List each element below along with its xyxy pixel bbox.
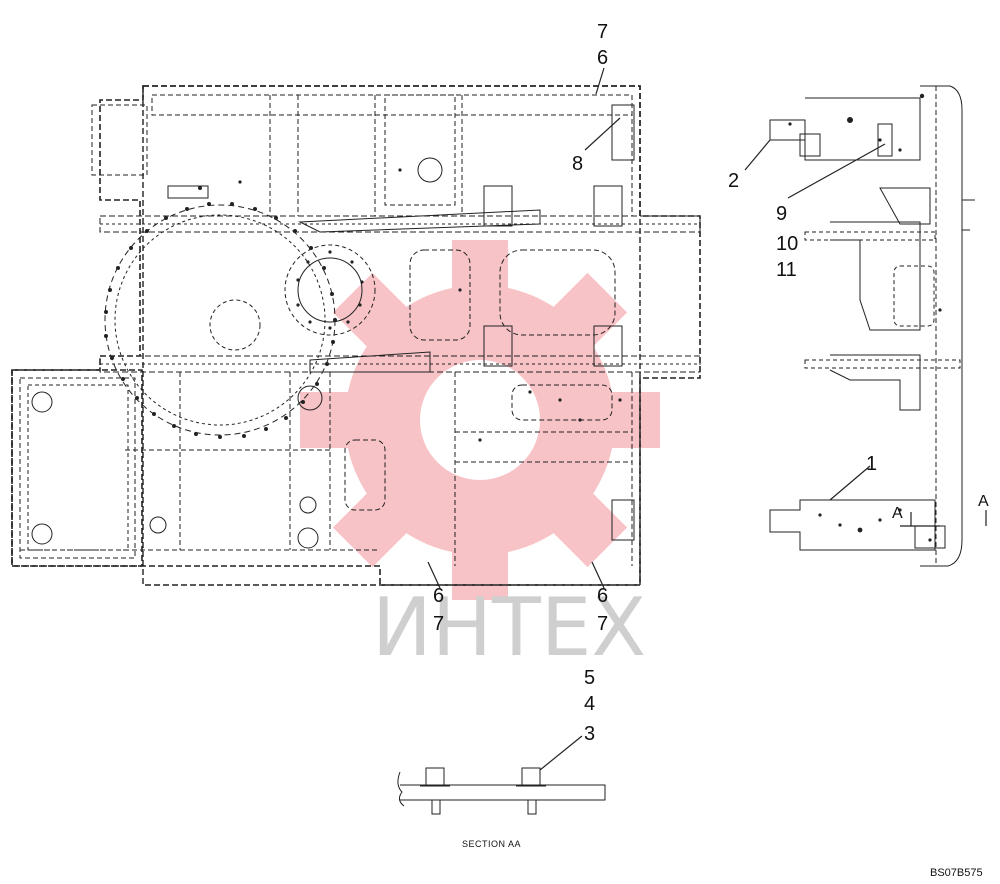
watermark-text: ИНТЕХ [372, 581, 646, 674]
main-frame [11, 85, 701, 586]
callout-6-top: 6 [597, 47, 608, 69]
section-label: SECTION AA [462, 839, 521, 849]
callout-2: 2 [728, 170, 739, 192]
side-view-details [788, 93, 942, 542]
callout-10: 10 [776, 233, 798, 255]
callout-6-bottom-left: 6 [433, 585, 444, 607]
watermark-gear-icon [300, 240, 660, 600]
callout-3: 3 [584, 723, 595, 745]
callout-8: 8 [572, 153, 583, 175]
callout-a-outer: A [978, 493, 989, 510]
callout-7-bottom-right: 7 [597, 613, 608, 635]
callout-7-top: 7 [597, 21, 608, 43]
callout-4: 4 [584, 693, 595, 715]
callout-1: 1 [866, 453, 877, 475]
callout-7-bottom-left: 7 [433, 613, 444, 635]
callout-a-inner: A [892, 505, 903, 522]
side-view [769, 85, 975, 567]
swing-circle-bolts [104, 168, 622, 442]
callout-11: 11 [776, 259, 797, 281]
callout-9: 9 [776, 203, 787, 225]
leader-lines [427, 67, 987, 771]
drawing-code: BS07B575 [930, 867, 983, 879]
callout-6-bottom-right: 6 [597, 585, 608, 607]
callout-5: 5 [584, 667, 595, 689]
section-aa-drawing [397, 767, 606, 815]
